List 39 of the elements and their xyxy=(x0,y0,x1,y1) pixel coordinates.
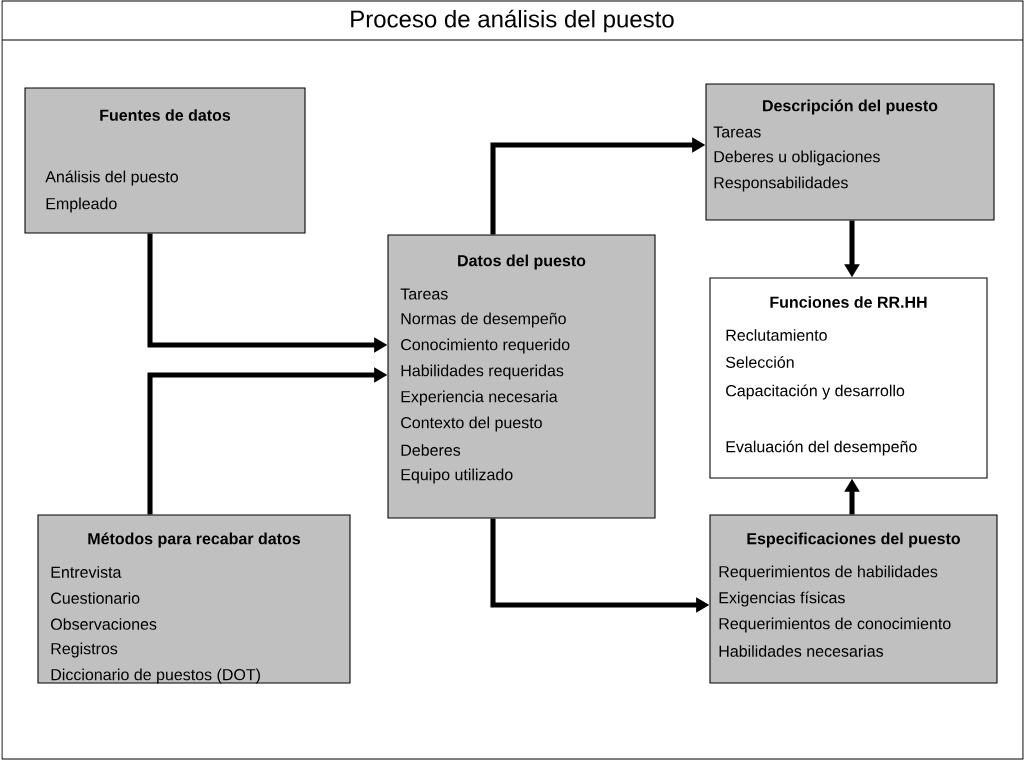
list-item: Observaciones xyxy=(51,618,157,630)
list-item: Selección xyxy=(726,356,794,368)
list-item: Capacitación y desarrollo xyxy=(726,384,905,400)
process-box xyxy=(24,87,306,234)
box-heading: Funciones de RR.HH xyxy=(770,296,927,308)
list-item: Deberes xyxy=(401,444,461,456)
list-item: Normas de desempeño xyxy=(401,312,566,328)
process-box xyxy=(37,514,351,684)
list-item: Entrevista xyxy=(51,566,122,578)
box-heading: Datos del puesto xyxy=(458,254,586,270)
process-box xyxy=(387,234,656,519)
list-item: Tareas xyxy=(400,288,448,300)
box-heading: Fuentes de datos xyxy=(100,109,231,121)
list-item: Experiencia necesaria xyxy=(401,390,558,406)
list-item: Responsabilidades xyxy=(714,176,848,192)
box-heading: Descripción del puesto xyxy=(763,99,938,115)
list-item: Habilidades requeridas xyxy=(401,364,564,380)
box-heading: Especificaciones del puesto xyxy=(747,532,960,548)
process-box xyxy=(709,514,998,684)
list-item: Requerimientos de conocimiento xyxy=(719,617,951,633)
list-item: Reclutamiento xyxy=(726,329,827,341)
list-item: Habilidades necesarias xyxy=(719,645,884,657)
list-item: Deberes u obligaciones xyxy=(714,150,880,166)
list-item: Empleado xyxy=(46,197,117,213)
list-item: Contexto del puesto xyxy=(401,416,542,432)
process-box xyxy=(705,83,995,221)
list-item: Análisis del puesto xyxy=(45,170,178,186)
title: Proceso de análisis del puesto xyxy=(351,9,674,33)
list-item: Equipo utilizado xyxy=(401,468,513,484)
list-item: Diccionario de puestos (DOT) xyxy=(51,668,260,684)
list-item: Conocimiento requerido xyxy=(401,338,570,354)
box-heading: Métodos para recabar datos xyxy=(88,532,300,548)
list-item: Requerimientos de habilidades xyxy=(719,565,938,581)
process-box xyxy=(709,277,988,479)
list-item: Evaluación del desempeño xyxy=(726,440,917,456)
list-item: Exigencias físicas xyxy=(719,591,845,607)
list-item: Tareas xyxy=(713,126,761,138)
list-item: Cuestionario xyxy=(51,592,140,604)
list-item: Registros xyxy=(51,642,118,658)
